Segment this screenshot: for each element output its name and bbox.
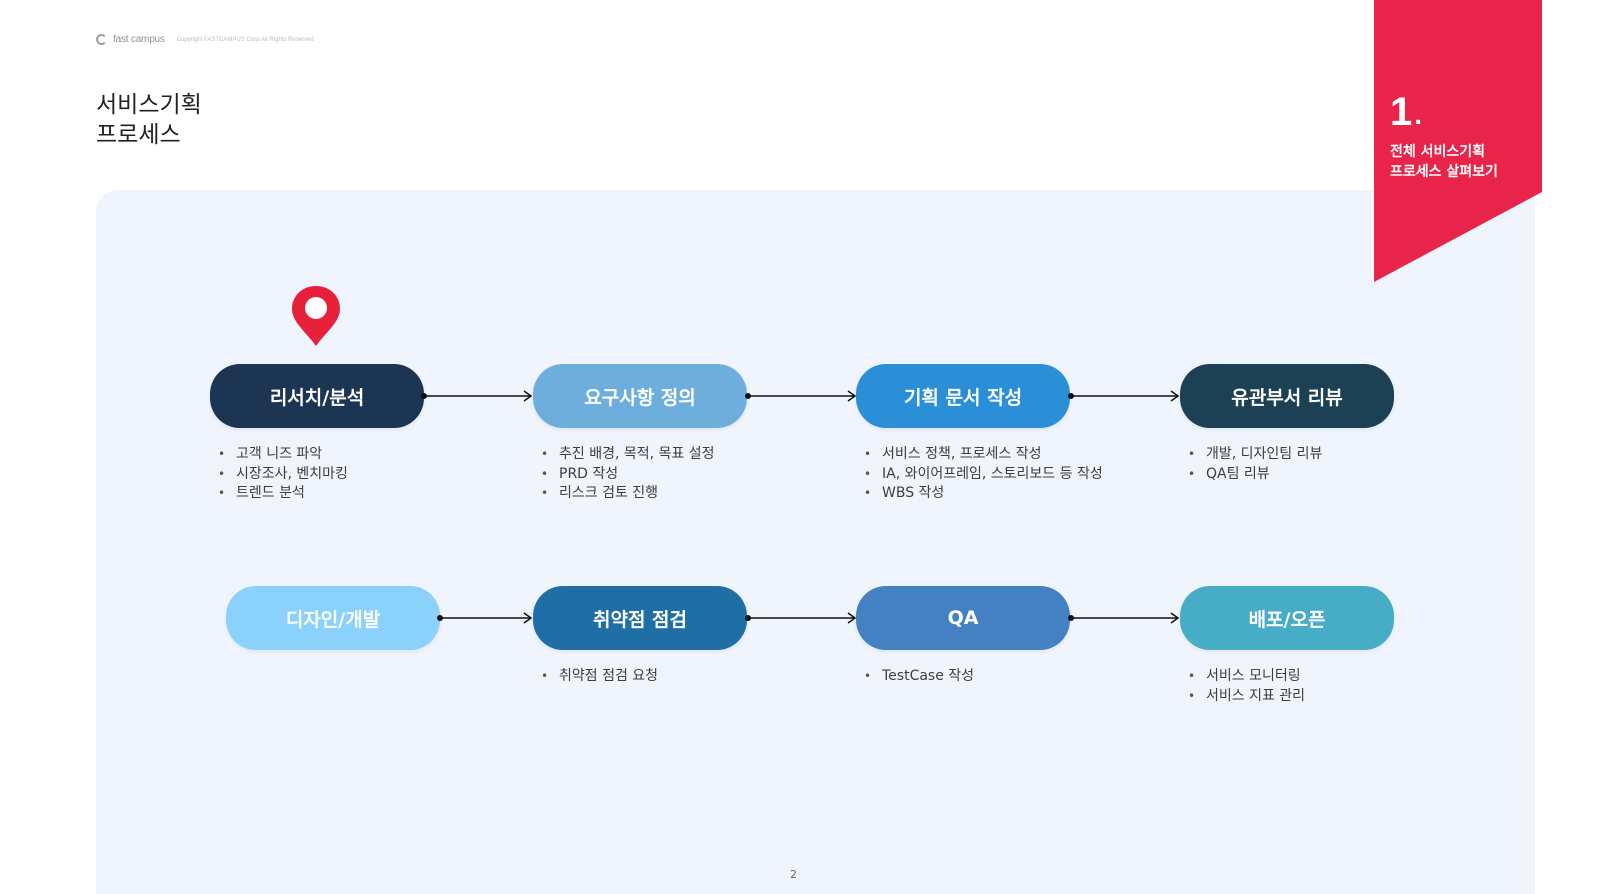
list-item: 시장조사, 벤치마킹 bbox=[218, 465, 348, 485]
section-ribbon: 1 . 전체 서비스기획 프로세스 살펴보기 bbox=[1374, 0, 1542, 282]
step-planning-documents: 기획 문서 작성 bbox=[856, 364, 1070, 428]
step-release-open: 배포/오픈 bbox=[1180, 586, 1394, 650]
arrow-connector-icon bbox=[1068, 390, 1180, 402]
step-requirements-definition: 요구사항 정의 bbox=[533, 364, 747, 428]
step-label: 디자인/개발 bbox=[285, 608, 381, 631]
step-department-review: 유관부서 리뷰 bbox=[1180, 364, 1394, 428]
list-item: 취약점 점검 요청 bbox=[541, 667, 658, 687]
step-label: 기획 문서 작성 bbox=[903, 386, 1023, 409]
copyright-text: Copyright FASTCAMPUS Corp.All Rights Res… bbox=[176, 36, 314, 43]
arrow-connector-icon bbox=[745, 612, 857, 624]
arrow-connector-icon bbox=[745, 390, 857, 402]
step-label: 요구사항 정의 bbox=[584, 386, 696, 409]
step-details-review: 개발, 디자인팀 리뷰 QA팀 리뷰 bbox=[1188, 445, 1322, 484]
section-number: 1 bbox=[1390, 90, 1413, 134]
step-label: 리서치/분석 bbox=[269, 386, 365, 409]
step-design-development: 디자인/개발 bbox=[226, 586, 440, 650]
list-item: IA, 와이어프레임, 스토리보드 등 작성 bbox=[864, 465, 1103, 485]
ribbon-shape bbox=[1374, 0, 1542, 282]
list-item: TestCase 작성 bbox=[864, 667, 974, 687]
step-label: 취약점 점검 bbox=[592, 608, 687, 631]
list-item: 리스크 검토 진행 bbox=[541, 484, 715, 504]
step-label: 유관부서 리뷰 bbox=[1231, 386, 1343, 409]
list-item: QA팀 리뷰 bbox=[1188, 465, 1322, 485]
page-title: 서비스기획 프로세스 bbox=[96, 92, 202, 148]
arrow-connector-icon bbox=[437, 612, 533, 624]
step-label: QA bbox=[947, 607, 979, 629]
step-details-vulnerability: 취약점 점검 요청 bbox=[541, 667, 658, 687]
step-label: 배포/오픈 bbox=[1248, 608, 1326, 631]
arrow-connector-icon bbox=[1068, 612, 1180, 624]
list-item: 서비스 지표 관리 bbox=[1188, 687, 1305, 707]
page-number: 2 bbox=[790, 868, 797, 881]
arrow-connector-icon bbox=[421, 390, 533, 402]
step-vulnerability-check: 취약점 점검 bbox=[533, 586, 747, 650]
step-details-requirements: 추진 배경, 목적, 목표 설정 PRD 작성 리스크 검토 진행 bbox=[541, 445, 715, 504]
step-details-qa: TestCase 작성 bbox=[864, 667, 974, 687]
brand: fast campus Copyright FASTCAMPUS Corp.Al… bbox=[96, 34, 314, 45]
section-number-dot: . bbox=[1414, 105, 1423, 130]
list-item: 트렌드 분석 bbox=[218, 484, 348, 504]
list-item: 서비스 모니터링 bbox=[1188, 667, 1305, 687]
list-item: 추진 배경, 목적, 목표 설정 bbox=[541, 445, 715, 465]
step-details-release: 서비스 모니터링 서비스 지표 관리 bbox=[1188, 667, 1305, 706]
section-caption: 전체 서비스기획 프로세스 살펴보기 bbox=[1390, 144, 1498, 180]
list-item: 서비스 정책, 프로세스 작성 bbox=[864, 445, 1103, 465]
list-item: WBS 작성 bbox=[864, 484, 1103, 504]
brand-name: fast campus bbox=[113, 34, 165, 45]
location-pin-icon bbox=[290, 284, 342, 352]
list-item: 개발, 디자인팀 리뷰 bbox=[1188, 445, 1322, 465]
list-item: PRD 작성 bbox=[541, 465, 715, 485]
step-qa: QA bbox=[856, 586, 1070, 650]
fastcampus-logo-icon bbox=[96, 34, 107, 45]
step-details-documents: 서비스 정책, 프로세스 작성 IA, 와이어프레임, 스토리보드 등 작성 W… bbox=[864, 445, 1103, 504]
list-item: 고객 니즈 파악 bbox=[218, 445, 348, 465]
step-research-analysis: 리서치/분석 bbox=[210, 364, 424, 428]
step-details-research: 고객 니즈 파악 시장조사, 벤치마킹 트렌드 분석 bbox=[218, 445, 348, 504]
